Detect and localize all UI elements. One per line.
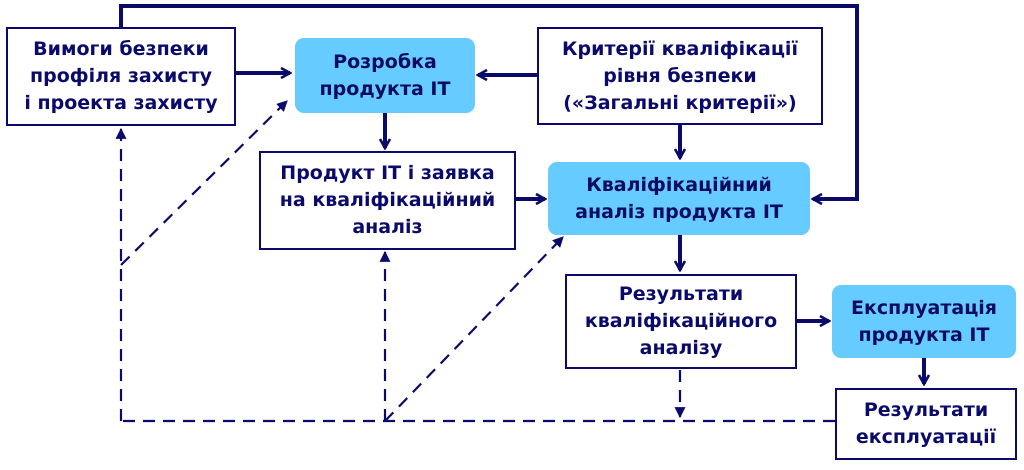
product-application-label: Продукт IT і заявка на кваліфікаційний а… [279,162,496,238]
qualification-analysis-label: Кваліфікаційний аналіз продукта IT [575,173,783,223]
analysis-results-box: Результати кваліфікаційного аналізу [565,274,797,369]
product-application-box: Продукт IT і заявка на кваліфікаційний а… [259,151,516,250]
development-label: Розробка продукта IT [319,50,451,100]
dashed-arrow-to-analysis [384,236,564,422]
exploitation-results-label: Результати експлуатації [855,399,997,448]
qualification-analysis-box: Кваліфікаційний аналіз продукта IT [548,162,810,235]
exploitation-label: Експлуатація продукта IT [850,296,998,346]
requirements-label: Вимоги безпеки профіля захисту і проекта… [24,38,218,114]
arrow-requirements-to-analysis [119,4,859,199]
development-box: Розробка продукта IT [295,38,475,113]
criteria-box: Критерії кваліфікації рівня безпеки («За… [537,27,823,125]
exploitation-box: Експлуатація продукта IT [832,285,1016,358]
requirements-box: Вимоги безпеки профіля захисту і проекта… [6,27,236,126]
criteria-label: Критерії кваліфікації рівня безпеки («За… [562,37,798,114]
exploitation-results-box: Результати експлуатації [835,388,1017,460]
analysis-results-label: Результати кваліфікаційного аналізу [584,283,778,359]
